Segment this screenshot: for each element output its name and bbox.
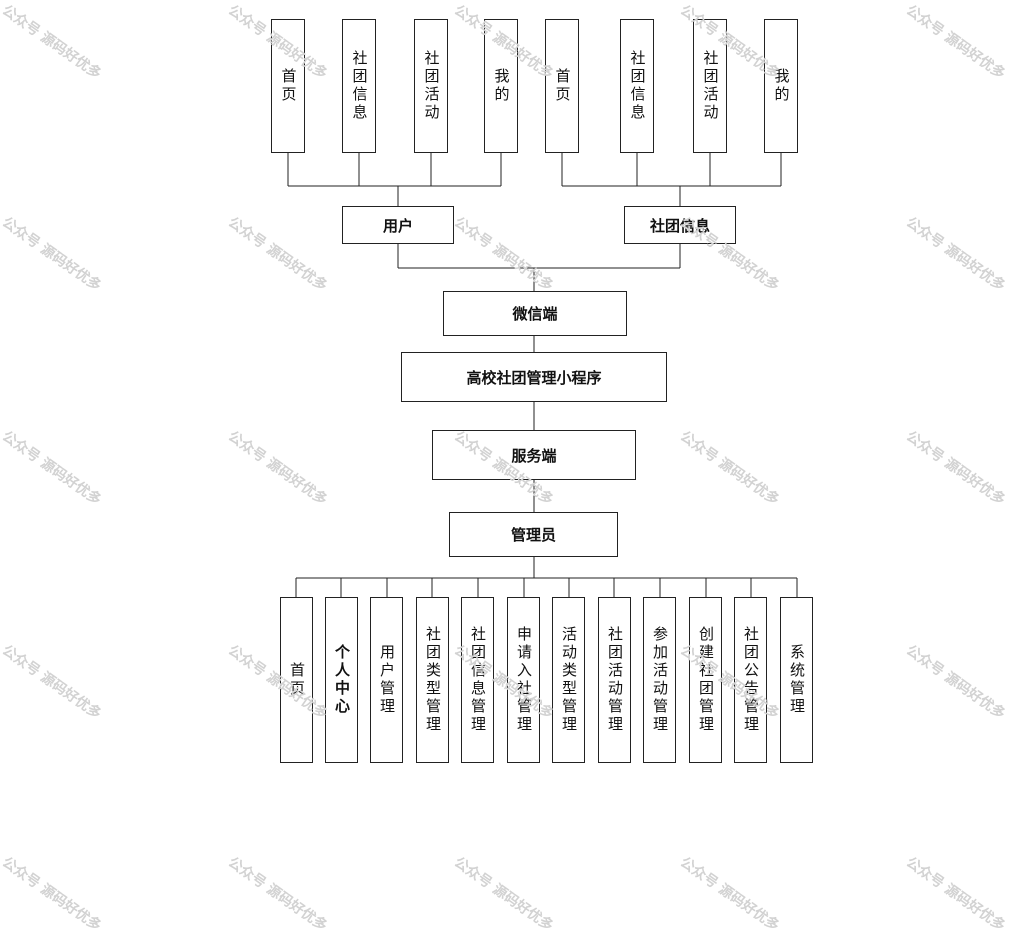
user-child-club-activity: 社团活动: [414, 19, 448, 153]
club-child-mine: 我的: [764, 19, 798, 153]
admin-child-create-club-mgmt: 创建社团管理: [689, 597, 722, 763]
admin-child-join-activity-mgmt: 参加活动管理: [643, 597, 676, 763]
user-child-mine: 我的: [484, 19, 518, 153]
server-node: 服务端: [432, 430, 636, 480]
admin-child-personal-center: 个人中心: [325, 597, 358, 763]
club-child-club-info: 社团信息: [620, 19, 654, 153]
club-child-home: 首页: [545, 19, 579, 153]
admin-child-club-info-mgmt: 社团信息管理: [461, 597, 494, 763]
admin-child-system-mgmt: 系统管理: [780, 597, 813, 763]
admin-node: 管理员: [449, 512, 618, 557]
wechat-client-node: 微信端: [443, 291, 627, 336]
club-child-club-activity: 社团活动: [693, 19, 727, 153]
root-node: 高校社团管理小程序: [401, 352, 667, 402]
admin-child-activity-type-mgmt: 活动类型管理: [552, 597, 585, 763]
admin-child-home: 首页: [280, 597, 313, 763]
admin-child-club-notice-mgmt: 社团公告管理: [734, 597, 767, 763]
admin-child-club-type-mgmt: 社团类型管理: [416, 597, 449, 763]
admin-child-user-mgmt: 用户管理: [370, 597, 403, 763]
user-child-home: 首页: [271, 19, 305, 153]
admin-child-club-activity-mgmt: 社团活动管理: [598, 597, 631, 763]
club-info-node: 社团信息: [624, 206, 736, 244]
admin-child-join-request-mgmt: 申请入社管理: [507, 597, 540, 763]
user-child-club-info: 社团信息: [342, 19, 376, 153]
user-node: 用户: [342, 206, 454, 244]
